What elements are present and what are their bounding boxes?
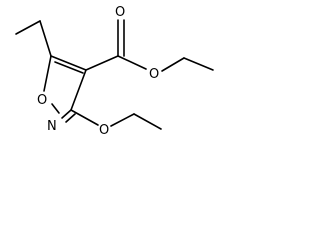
bond-o-n-ring <box>51 103 60 114</box>
bond-carbonyl-o-ester <box>117 55 147 70</box>
bond-ethyl-ch3-ch2 <box>15 20 41 35</box>
molecule-diagram: O O O N O <box>15 5 214 138</box>
atom-n-ring: N <box>47 119 57 134</box>
atom-o-ester: O <box>149 67 159 82</box>
bond-c5-c4-double <box>54 61 84 74</box>
bond-ethoxy-ch2-ch3 <box>133 113 162 130</box>
atom-o-ring: O <box>37 93 47 108</box>
bond-c5-o-ring <box>43 55 52 92</box>
chemical-structure-canvas: O O O N O <box>0 0 228 158</box>
atom-o-ethoxy: O <box>99 123 109 138</box>
bond-c4-c3 <box>70 69 87 111</box>
bond-c5-c4 <box>50 55 87 71</box>
bond-ethyl-ch2-c5 <box>39 20 52 57</box>
bond-c3-o-ethoxy <box>70 109 99 126</box>
bond-ester-ch2-ch3 <box>183 57 214 71</box>
bond-c3-n-double <box>65 113 76 123</box>
bond-c4-carbonyl <box>85 55 119 71</box>
atom-o-carbonyl: O <box>115 5 125 20</box>
bond-o-ester-ch2 <box>161 57 185 72</box>
bond-c3-n <box>61 109 72 119</box>
bond-o-ethoxy-ch2 <box>110 113 135 127</box>
